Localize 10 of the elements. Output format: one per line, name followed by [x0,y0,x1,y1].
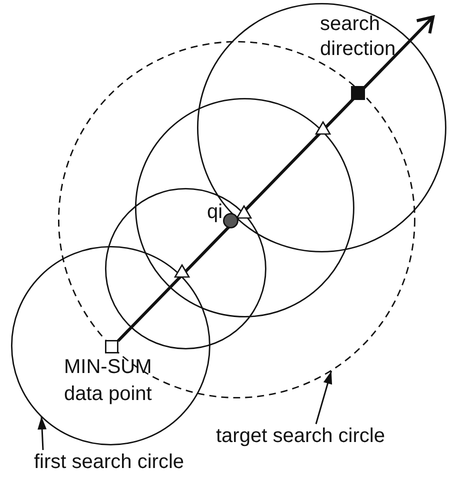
direction-label: search direction [320,12,397,62]
circle-caption: first search circle [34,450,184,475]
point-label: MIN-SUM data point [64,355,153,407]
query-point-dot [223,213,239,229]
leader-arrow [315,370,332,424]
search-circle [197,3,447,253]
point-label: qi [207,200,223,225]
circle-caption: target search circle [216,424,385,449]
search-circle [11,246,211,446]
leader-arrow [38,416,47,450]
